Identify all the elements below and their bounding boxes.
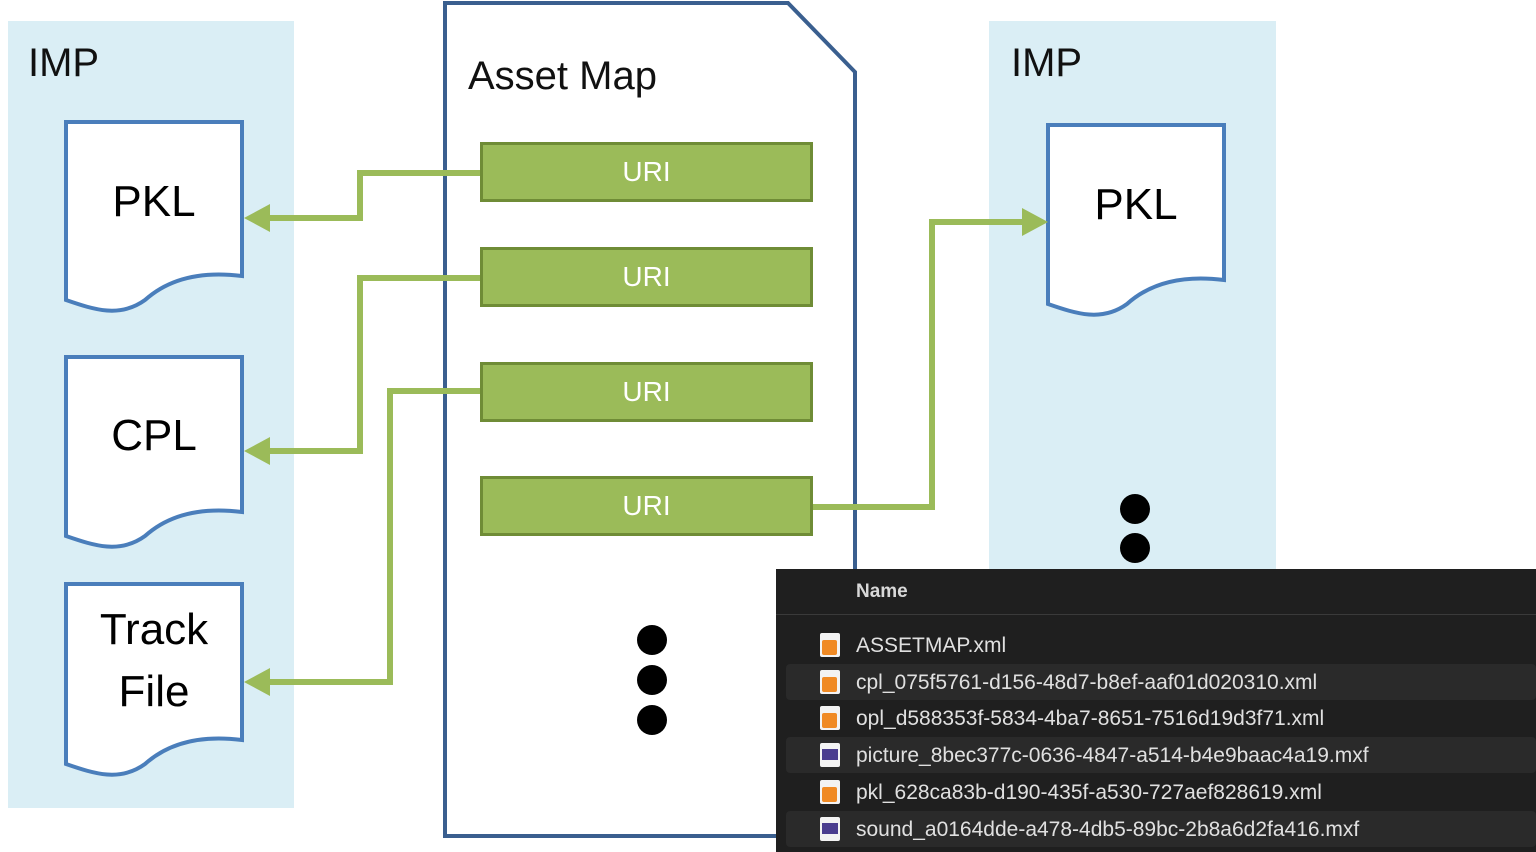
uri-box-2: URI [480,247,813,307]
arrowheads [244,204,1048,696]
file-name: sound_a0164dde-a478-4db5-89bc-2b8a6d2fa4… [856,818,1360,841]
xml-file-icon [820,633,840,657]
left-cpl-label: CPL [111,411,197,460]
file-name: picture_8bec377c-0636-4847-a514-b4e9baac… [856,744,1369,767]
left-cpl-doc [64,355,244,549]
uri-box-3: URI [480,362,813,422]
connectors [268,170,1024,685]
arrowhead-right-pkl [1022,208,1048,236]
connector-uri2-cpl [268,275,480,454]
file-row[interactable]: picture_8bec377c-0636-4847-a514-b4e9baac… [786,737,1536,773]
left-pkl-doc [64,120,244,313]
ellipsis-dot [1120,494,1150,524]
ellipsis-dot [637,665,667,695]
left-pkl-label: PKL [112,177,196,226]
ellipsis-dot [637,625,667,655]
right-pkl-label: PKL [1094,180,1178,229]
left-trackfile-doc [64,582,244,777]
xml-file-icon [820,706,840,730]
file-row[interactable]: sound_a0164dde-a478-4db5-89bc-2b8a6d2fa4… [786,811,1536,847]
mxf-file-icon [820,817,840,841]
trackfile-label-line2: File [118,667,190,716]
arrowhead-left-pkl [244,204,270,232]
file-name: ASSETMAP.xml [856,634,1007,657]
file-list-window: Name ASSETMAP.xml cpl_075f5761-d156-48d7… [776,569,1536,852]
arrowhead-left-cpl [244,437,270,465]
ellipsis-dot [1120,533,1150,563]
file-row[interactable]: cpl_075f5761-d156-48d7-b8ef-aaf01d020310… [786,664,1536,700]
uri-box-4: URI [480,476,813,536]
right-pkl-doc [1046,123,1226,317]
xml-file-icon [820,780,840,804]
file-name: pkl_628ca83b-d190-435f-a530-727aef828619… [856,781,1322,804]
connector-uri4-right-pkl [813,219,1024,510]
mxf-file-icon [820,743,840,767]
uri-box-1: URI [480,142,813,202]
right-imp-title: IMP [1011,41,1083,85]
file-name: cpl_075f5761-d156-48d7-b8ef-aaf01d020310… [856,671,1318,694]
left-trackfile-label: Track File [66,599,242,723]
asset-map-title: Asset Map [468,54,657,98]
trackfile-label-line1: Track [99,605,209,654]
file-name: opl_d588353f-5834-4ba7-8651-7516d19d3f71… [856,707,1325,730]
arrowhead-left-trackfile [244,668,270,696]
name-column-header[interactable]: Name [856,581,908,602]
xml-file-icon [820,670,840,694]
left-imp-title: IMP [28,41,100,85]
file-row[interactable]: ASSETMAP.xml [786,627,1536,663]
file-list-header[interactable]: Name [776,569,1536,615]
connector-uri1-pkl [268,170,480,221]
file-row[interactable]: pkl_628ca83b-d190-435f-a530-727aef828619… [786,774,1536,810]
connector-uri3-trackfile [268,388,480,685]
file-row[interactable]: opl_d588353f-5834-4ba7-8651-7516d19d3f71… [786,700,1536,736]
ellipsis-dot [637,705,667,735]
